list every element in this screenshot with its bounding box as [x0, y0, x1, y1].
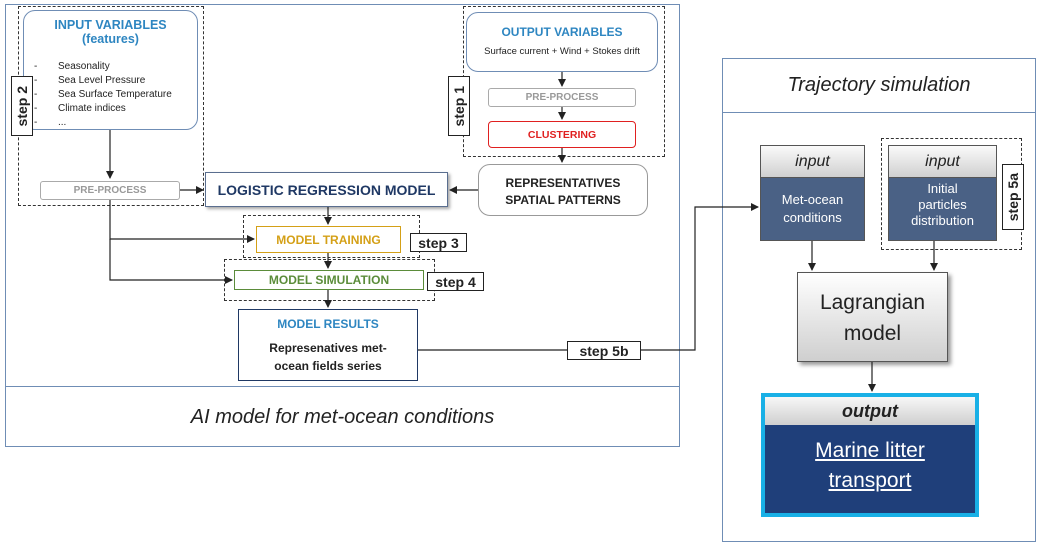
- initial-line2: particles: [918, 197, 967, 212]
- input-variables-box: INPUT VARIABLES (features): [23, 10, 198, 130]
- representatives-line1: REPRESENTATIVES: [505, 176, 621, 190]
- trajectory-panel-divider: [722, 112, 1036, 113]
- representatives-box: REPRESENTATIVES SPATIAL PATTERNS: [478, 164, 648, 216]
- output-variables-title: OUTPUT VARIABLES: [501, 25, 623, 39]
- output-line2: transport: [828, 469, 912, 492]
- representatives-line2: SPATIAL PATTERNS: [505, 193, 621, 207]
- metocean-input-box: input Met-ocean conditions: [760, 145, 865, 241]
- list-item: -...: [34, 117, 67, 128]
- step3-label: step 3: [410, 233, 467, 252]
- output-variables-box: OUTPUT VARIABLES Surface current + Wind …: [466, 12, 658, 72]
- step4-label: step 4: [427, 272, 484, 291]
- step5b-label: step 5b: [567, 341, 641, 360]
- output-header: output: [765, 397, 975, 425]
- preprocess-right-box: PRE-PROCESS: [488, 88, 636, 107]
- preprocess-left-box: PRE-PROCESS: [40, 181, 180, 200]
- clustering-box: CLUSTERING: [488, 121, 636, 148]
- initial-line3: distribution: [911, 213, 974, 228]
- model-training-box: MODEL TRAINING: [256, 226, 401, 253]
- output-line1: Marine litter: [815, 439, 925, 462]
- model-simulation-box: MODEL SIMULATION: [234, 270, 424, 290]
- initial-line1: Initial: [927, 181, 958, 196]
- initial-particles-box: input Initial particles distribution: [888, 145, 997, 241]
- initial-input-header: input: [889, 146, 996, 178]
- trajectory-title: Trajectory simulation: [787, 73, 971, 96]
- input-variables-title: INPUT VARIABLES: [54, 18, 167, 32]
- model-results-box: MODEL RESULTS Represenatives met- ocean …: [238, 309, 418, 381]
- bullet: -: [34, 89, 38, 100]
- list-item: -Sea Level Pressure: [34, 75, 146, 86]
- step1-text: step 1: [451, 85, 467, 127]
- metocean-input-header: input: [761, 146, 864, 178]
- step5a-text: step 5a: [1005, 172, 1021, 222]
- step2-label: step 2: [11, 76, 33, 136]
- metocean-line2: conditions: [783, 210, 842, 225]
- model-results-title: MODEL RESULTS: [277, 317, 379, 331]
- list-item: -Climate indices: [34, 103, 126, 114]
- lagrangian-model-box: Lagrangian model: [797, 272, 948, 362]
- metocean-line1: Met-ocean: [781, 192, 844, 207]
- lagrangian-line1: Lagrangian: [819, 291, 926, 314]
- list-item: -Seasonality: [34, 61, 110, 72]
- step5a-label: step 5a: [1002, 164, 1024, 230]
- output-variables-text: Surface current + Wind + Stokes drift: [484, 46, 640, 57]
- ai-panel-divider: [5, 386, 680, 387]
- list-item: -Sea Surface Temperature: [34, 89, 172, 100]
- lagrangian-line2: model: [843, 322, 902, 345]
- step2-text: step 2: [14, 85, 30, 127]
- step1-label: step 1: [448, 76, 470, 136]
- input-variables-subtitle: (features): [82, 32, 139, 46]
- model-results-line2: ocean fields series: [274, 359, 382, 373]
- ai-panel-title: AI model for met-ocean conditions: [190, 405, 495, 428]
- bullet: -: [34, 75, 38, 86]
- bullet: -: [34, 117, 38, 128]
- input-variables-list: -Seasonality -Sea Level Pressure -Sea Su…: [34, 60, 204, 130]
- model-results-line1: Represenatives met-: [269, 341, 387, 355]
- bullet: -: [34, 61, 38, 72]
- logistic-regression-box: LOGISTIC REGRESSION MODEL: [205, 172, 448, 207]
- output-box: output Marine litter transport: [761, 393, 979, 517]
- bullet: -: [34, 103, 38, 114]
